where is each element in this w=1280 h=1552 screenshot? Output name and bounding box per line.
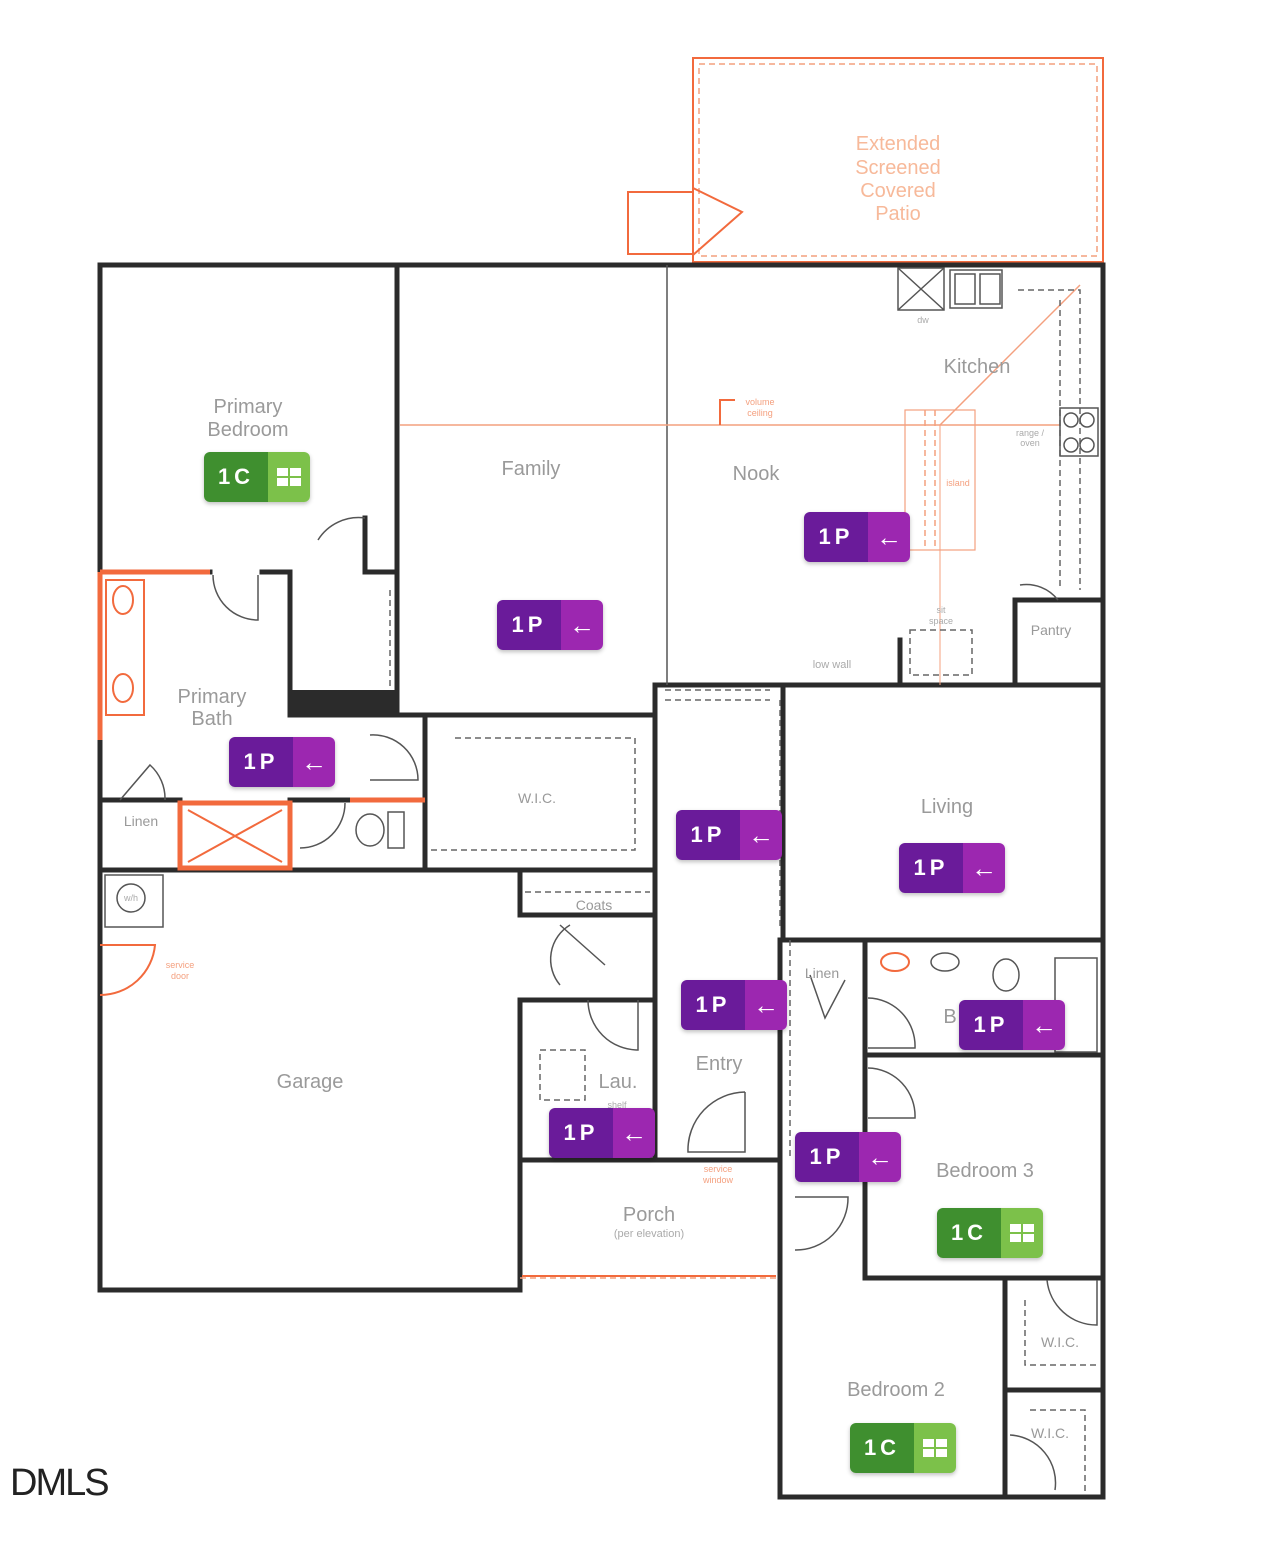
closet-badge-primary-bedroom[interactable]: 1C — [204, 452, 310, 502]
badge-label: 1P — [959, 1000, 1023, 1050]
badge-label: 1P — [899, 843, 963, 893]
low-wall-note: low wall — [813, 659, 852, 671]
porch-label: Porch — [623, 1204, 675, 1226]
badge-label: 1C — [937, 1208, 1001, 1258]
arrow-left-icon: ← — [859, 1132, 901, 1182]
arrow-left-icon: ← — [561, 600, 603, 650]
patio-label-3: Covered — [860, 180, 936, 202]
primary-bedroom-label-1: Primary — [214, 396, 283, 418]
wic-primary-label: W.I.C. — [518, 790, 556, 806]
nook-label: Nook — [733, 463, 781, 485]
service-window-note-1: service — [704, 1164, 733, 1174]
arrow-left-icon: ← — [745, 980, 787, 1030]
service-door-note-2: door — [171, 971, 189, 981]
primary-bath-fixtures — [97, 569, 425, 871]
service-window-note-2: window — [702, 1175, 734, 1185]
coats-label: Coats — [576, 897, 613, 913]
wic-bed2-label: W.I.C. — [1031, 1425, 1069, 1441]
arrow-left-icon: ← — [613, 1108, 655, 1158]
linen-primary-label: Linen — [124, 813, 158, 829]
bedroom3-label: Bedroom 3 — [936, 1160, 1034, 1182]
volume-ceiling-note-1: volume — [745, 397, 774, 407]
island-note: island — [946, 478, 970, 488]
badge-label: 1P — [681, 980, 745, 1030]
arrow-left-icon: ← — [293, 737, 335, 787]
arrow-left-icon: ← — [868, 512, 910, 562]
photo-badge-kitchen[interactable]: 1P← — [804, 512, 910, 562]
pantry-label: Pantry — [1031, 622, 1071, 638]
badge-label: 1P — [549, 1108, 613, 1158]
bath-label: B — [943, 1006, 956, 1028]
range-oven-note-1: range / — [1016, 428, 1045, 438]
volume-ceiling-note-2: ceiling — [747, 408, 773, 418]
shelf-note: shelf — [607, 1100, 627, 1110]
grid-icon — [914, 1423, 956, 1473]
sit-space-note-2: space — [929, 616, 953, 626]
interior-walls — [97, 262, 1106, 1500]
living-label: Living — [921, 796, 973, 818]
patio-outline — [627, 57, 1104, 263]
photo-badge-bedroom-hall[interactable]: 1P← — [795, 1132, 901, 1182]
linen-hall-label: Linen — [805, 965, 839, 981]
photo-badge-primary-bath[interactable]: 1P← — [229, 737, 335, 787]
bedroom2-label: Bedroom 2 — [847, 1379, 945, 1401]
badge-label: 1P — [497, 600, 561, 650]
wh-note: w/h — [123, 893, 138, 903]
patio-label-2: Screened — [855, 157, 941, 179]
patio-label-4: Patio — [875, 203, 921, 225]
photo-badge-bath[interactable]: 1P← — [959, 1000, 1065, 1050]
porch-note: (per elevation) — [614, 1228, 684, 1240]
photo-badge-family[interactable]: 1P← — [497, 600, 603, 650]
dmls-logo: DMLS — [10, 1462, 110, 1504]
kitchen-label: Kitchen — [944, 356, 1011, 378]
badge-label: 1P — [804, 512, 868, 562]
primary-bath-label-1: Primary — [178, 686, 247, 708]
laundry-label: Lau. — [599, 1071, 638, 1093]
badge-label: 1P — [676, 810, 740, 860]
plan-details — [99, 265, 1100, 1495]
photo-badge-entry[interactable]: 1P← — [681, 980, 787, 1030]
closet-badge-bedroom3[interactable]: 1C — [937, 1208, 1043, 1258]
grid-icon — [268, 452, 310, 502]
badge-label: 1P — [229, 737, 293, 787]
photo-badge-laundry[interactable]: 1P← — [549, 1108, 655, 1158]
grid-icon — [1001, 1208, 1043, 1258]
primary-bedroom-label-2: Bedroom — [207, 419, 288, 441]
badge-label: 1C — [850, 1423, 914, 1473]
entry-label: Entry — [696, 1053, 743, 1075]
photo-badge-hall[interactable]: 1P← — [676, 810, 782, 860]
garage-label: Garage — [277, 1071, 344, 1093]
patio-label-1: Extended — [856, 133, 941, 155]
badge-label: 1C — [204, 452, 268, 502]
range-oven-note-2: oven — [1020, 438, 1040, 448]
wic-bed3-label: W.I.C. — [1041, 1334, 1079, 1350]
sit-space-note-1: sit — [937, 605, 946, 615]
photo-badge-living[interactable]: 1P← — [899, 843, 1005, 893]
arrow-left-icon: ← — [740, 810, 782, 860]
closet-badge-bedroom2[interactable]: 1C — [850, 1423, 956, 1473]
service-door-note-1: service — [166, 960, 195, 970]
dw-note: dw — [917, 315, 929, 325]
primary-bath-label-2: Bath — [191, 708, 232, 730]
arrow-left-icon: ← — [1023, 1000, 1065, 1050]
arrow-left-icon: ← — [963, 843, 1005, 893]
badge-label: 1P — [795, 1132, 859, 1182]
family-label: Family — [502, 458, 561, 480]
